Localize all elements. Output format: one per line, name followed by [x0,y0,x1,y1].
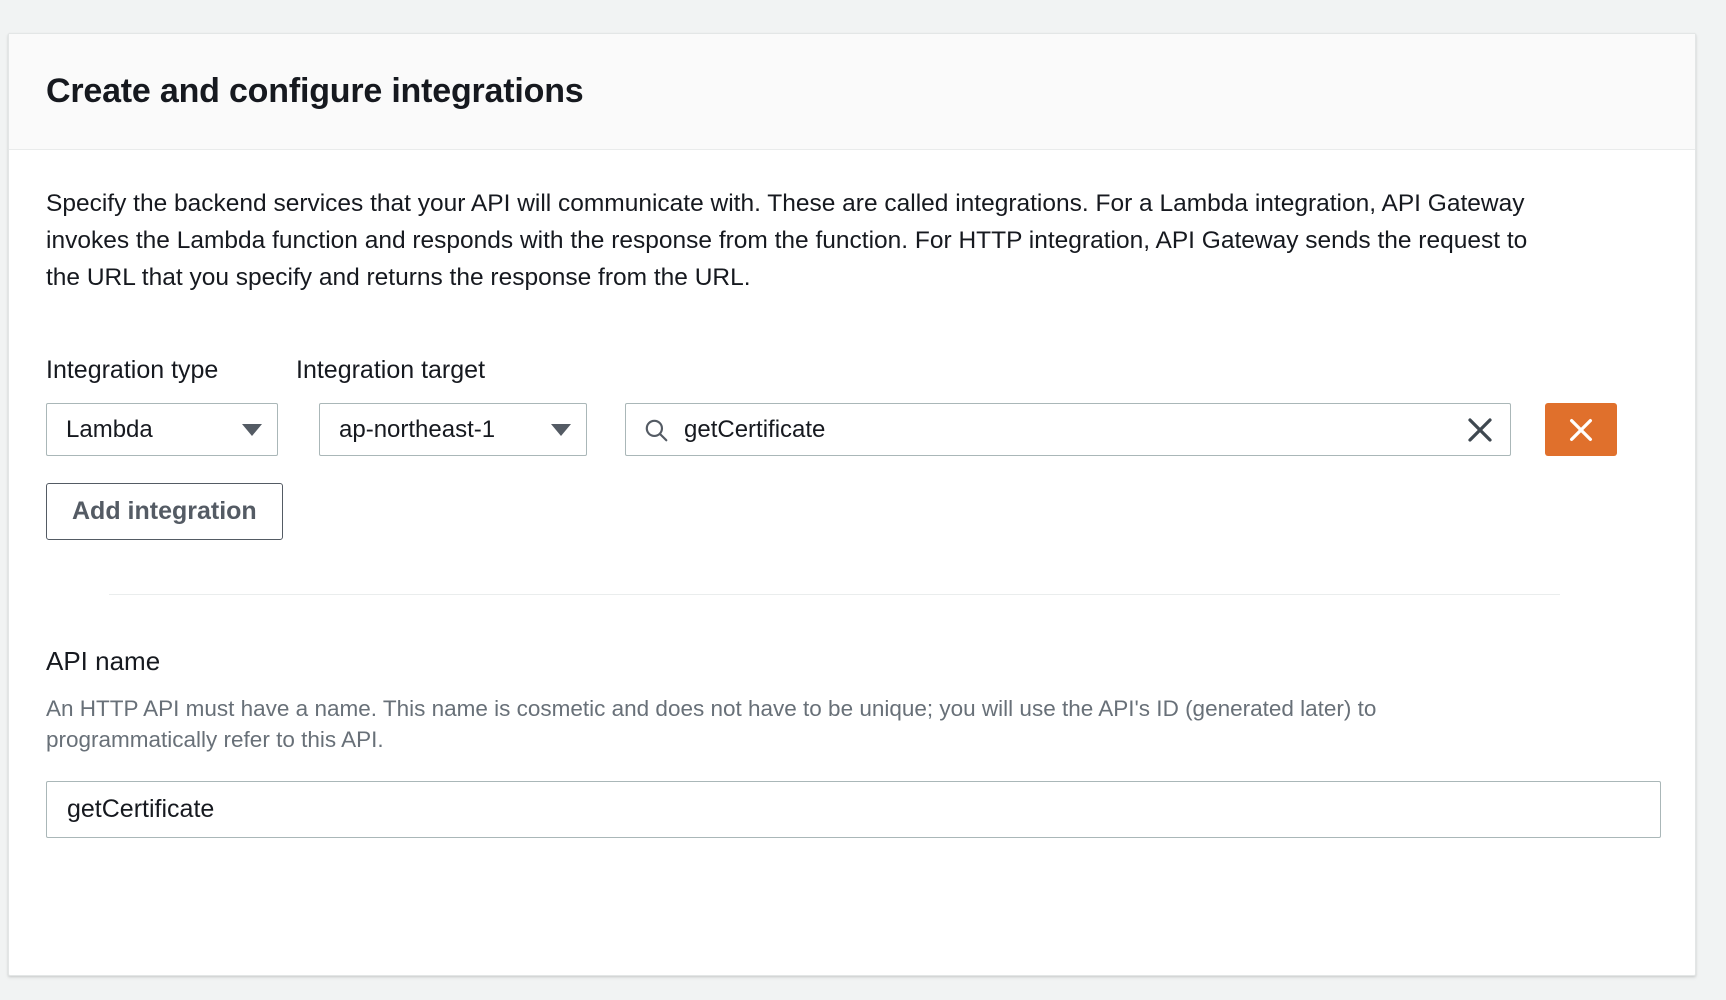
add-integration-button[interactable]: Add integration [46,483,283,541]
close-icon [1570,418,1592,441]
create-integrations-card: Create and configure integrations Specif… [8,33,1696,976]
page-title: Create and configure integrations [46,71,584,110]
integration-target-value: getCertificate [684,415,826,443]
card-body: Specify the backend services that your A… [9,186,1695,839]
integration-target-label: Integration target [296,356,486,385]
section-divider [109,594,1560,596]
search-icon [645,419,668,442]
integration-type-label: Integration type [46,356,219,385]
card-header: Create and configure integrations [9,34,1695,150]
intro-paragraph: Specify the backend services that your A… [46,190,1528,291]
chevron-down-icon [242,423,262,436]
integration-type-value: Lambda [66,415,153,443]
chevron-down-icon [551,423,571,436]
integration-row: Lambda ap-northeast-1 getCertificate [46,403,1658,457]
integration-target-search[interactable]: getCertificate [625,403,1511,457]
api-name-description: An HTTP API must have a name. This name … [46,696,1377,753]
api-name-heading: API name [46,646,161,677]
remove-integration-button[interactable] [1545,403,1617,457]
integration-region-select[interactable]: ap-northeast-1 [319,403,587,457]
integration-region-value: ap-northeast-1 [339,415,496,443]
api-name-input[interactable]: getCertificate [46,781,1661,839]
field-label-row: Integration type Integration target [46,358,1658,383]
integration-type-select[interactable]: Lambda [46,403,278,457]
close-icon[interactable] [1465,415,1495,445]
